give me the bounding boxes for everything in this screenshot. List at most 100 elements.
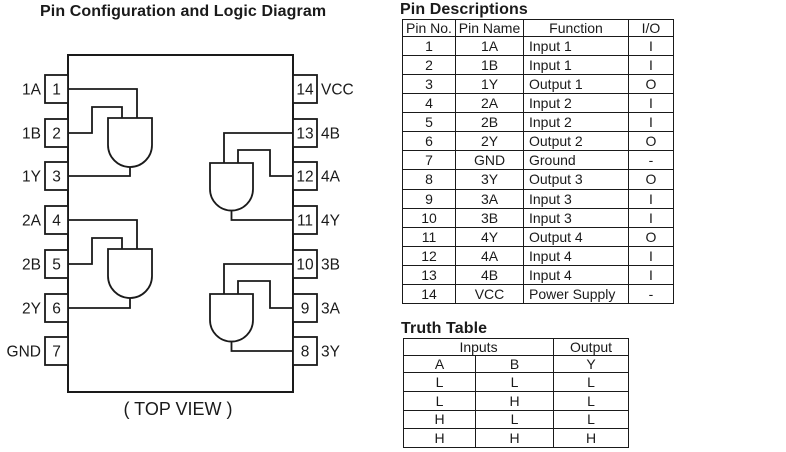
pin-row: 3 1Y Output 1 O [402,74,674,95]
pin-number: 10 [296,257,314,274]
cell-pin-no: 9 [402,188,456,209]
cell-pin-name: 2A [455,93,524,114]
pin-row: 14 VCC Power Supply - [402,283,674,305]
truth-row: H H H [403,428,630,448]
cell-io: O [628,169,674,190]
pin-label: 3A [321,301,341,318]
cell: L [553,409,630,430]
cell-function: Power Supply [523,283,629,305]
group-header-row: Inputs Output [402,338,630,356]
column-header: Y [553,355,630,373]
pin-box-2 [44,118,69,148]
cell-function: Input 3 [523,207,629,228]
cell: H [403,428,476,448]
cell-pin-name: 3A [455,188,524,209]
cell-pin-name: 1Y [455,74,524,95]
pin-box-5 [44,249,69,279]
pin-label: 2B [22,257,41,274]
pin-row: 4 2A Input 2 I [402,93,674,114]
cell-pin-name: 4A [455,245,524,266]
cell-io: O [628,74,674,95]
cell-io: I [628,112,674,133]
pin-label: 1A [22,82,42,99]
pin-label: 3Y [321,344,340,361]
diagram-title: Pin Configuration and Logic Diagram [40,3,327,20]
pin-label: 2A [22,213,42,230]
column-header: A [403,355,476,373]
cell-function: Output 1 [523,74,629,95]
column-header: Function [523,19,629,37]
cell-function: Input 2 [523,112,629,133]
cell-function: Ground [523,150,629,171]
cell-function: Output 2 [523,131,629,152]
truth-table-heading: Truth Table [401,320,488,337]
pin-row: 6 2Y Output 2 O [402,131,674,152]
pin-row: 8 3Y Output 3 O [402,169,674,190]
cell-io: I [628,35,674,57]
group-header-inputs: Inputs [402,338,555,356]
header-row: Pin No. Pin Name Function I/O [402,19,674,37]
pin-number: 12 [296,169,313,186]
wire-4y [230,210,293,221]
pin-box-12 [292,161,318,191]
cell-function: Input 1 [523,55,629,76]
pin-logic-diagram: 1 2 3 4 5 6 7 1A 1B 1Y 2A 2B 2Y GND 14 1… [7,54,354,419]
pin-row: 10 3B Input 3 I [402,207,674,228]
cell-function: Input 4 [523,264,629,285]
truth-row: L L L [403,372,630,392]
cell-function: Output 4 [523,226,629,247]
column-header-row: A B Y [403,355,630,373]
cell-pin-no: 7 [402,150,456,171]
cell-io: I [628,207,674,228]
cell-io: - [628,283,674,305]
pin-row: 13 4B Input 4 I [402,264,674,285]
pin-box-6 [44,293,69,323]
wires [68,88,293,352]
cell-pin-name: 1B [455,55,524,76]
pin-label: GND [7,344,41,361]
pin-box-3 [44,161,69,191]
cell: H [474,428,555,448]
cell-io: I [628,264,674,285]
pin-box-11 [292,205,318,235]
pin-number: 7 [52,344,61,361]
pin-label: 4A [321,169,341,186]
cell: L [474,409,555,430]
cell-pin-no: 12 [402,245,456,266]
cell-pin-name: GND [455,150,524,171]
wire-3y [230,341,293,352]
cell-pin-no: 1 [402,35,456,57]
pin-row: 7 GND Ground - [402,150,674,171]
truth-row: H L L [403,409,630,430]
group-header-output: Output [553,338,630,356]
cell-pin-no: 4 [402,93,456,114]
cell: H [403,409,476,430]
cell-pin-no: 14 [402,283,456,305]
cell-io: O [628,131,674,152]
pin-label: 1Y [22,169,41,186]
cell-pin-name: 3B [455,207,524,228]
cell-pin-no: 11 [402,226,456,247]
pin-box-1 [44,74,69,104]
pin-row: 12 4A Input 4 I [402,245,674,266]
pin-label: VCC [321,82,354,99]
pin-number: 2 [52,126,61,143]
pin-number: 4 [52,213,61,230]
column-header: Pin No. [402,19,456,37]
column-header: Pin Name [455,19,524,37]
pin-box-7 [44,336,69,366]
pin-box-13 [292,118,318,148]
pin-number: 6 [52,301,61,318]
pin-box-4 [44,205,69,235]
pin-label: 2Y [22,301,41,318]
cell-function: Output 3 [523,169,629,190]
cell: L [553,372,630,392]
pin-descriptions-table: Pin No. Pin Name Function I/O 1 1A Input… [402,19,674,305]
wire-2a [68,219,138,249]
pin-row: 1 1A Input 1 I [402,35,674,57]
pin-number: 9 [301,301,310,318]
and-gate-3-icon [209,293,254,343]
top-view-caption: ( TOP VIEW ) [123,399,232,419]
cell: L [403,390,476,411]
